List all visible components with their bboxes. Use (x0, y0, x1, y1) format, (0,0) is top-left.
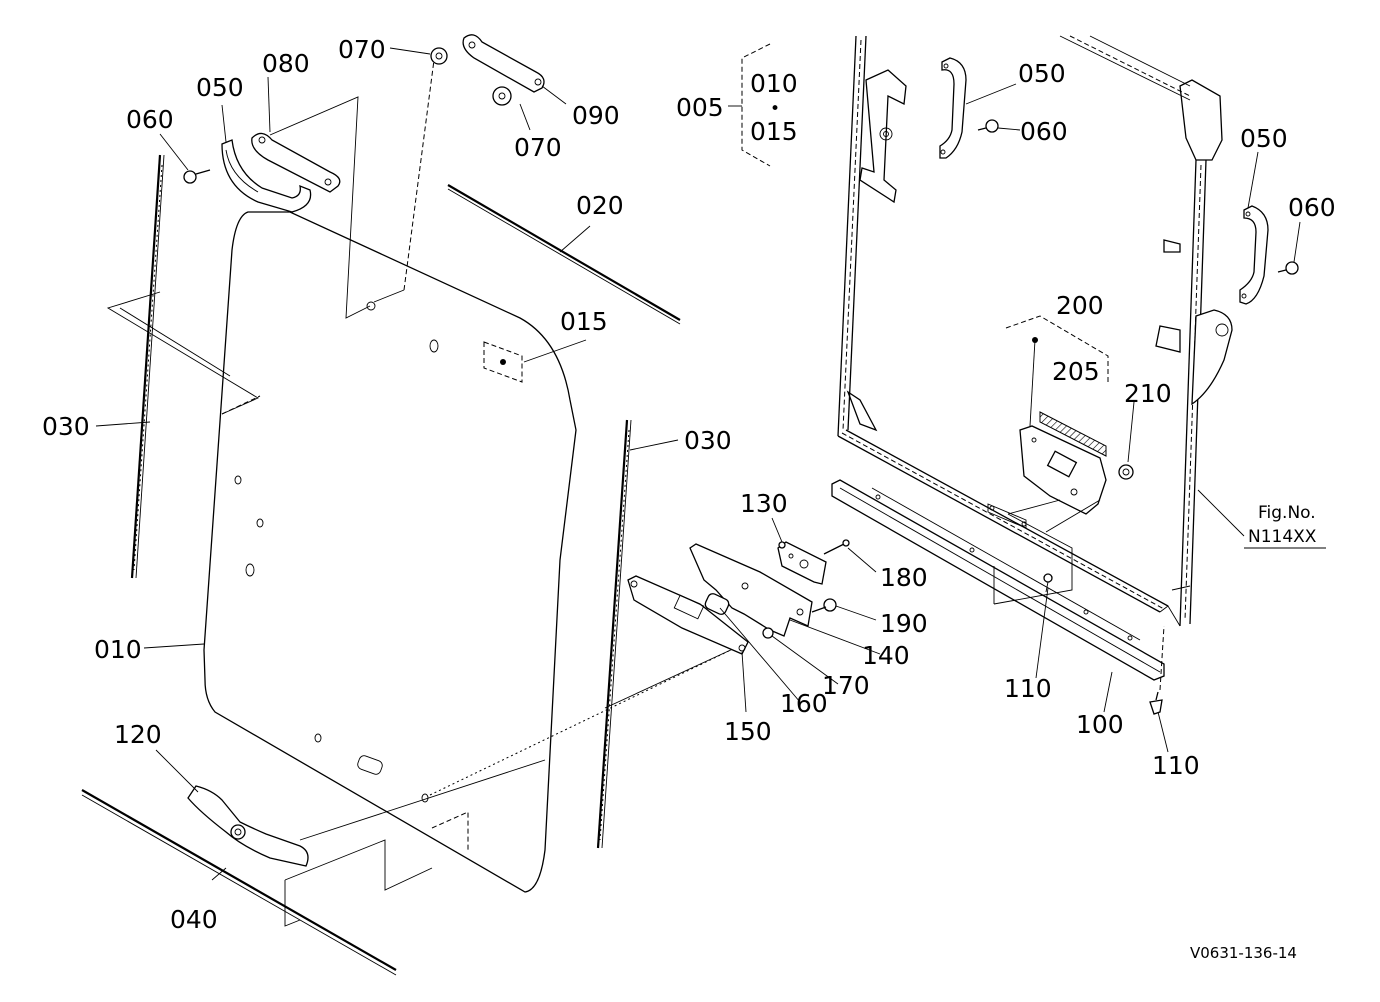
screw-110-lower (1149, 625, 1165, 715)
callout-170: 170 (822, 671, 870, 700)
callout-070-top: 070 (338, 35, 386, 64)
drawing-code: V0631-136-14 (1190, 944, 1297, 962)
striker-block (777, 541, 827, 585)
callout-190: 190 (880, 609, 928, 638)
fig-no-label: Fig.No. (1258, 503, 1316, 523)
decal-sticker (483, 341, 523, 383)
callout-015: 015 (560, 307, 608, 336)
callout-130: 130 (740, 489, 788, 518)
bolt-left (183, 169, 211, 184)
callout-160: 160 (780, 689, 828, 718)
roller-top (430, 47, 448, 65)
door-glass-panel (203, 211, 577, 893)
callout-080: 080 (262, 49, 310, 78)
callout-120: 120 (114, 720, 162, 749)
callout-050-left: 050 (196, 73, 244, 102)
catch-plate (627, 575, 749, 655)
set-separator: • (770, 99, 780, 119)
callout-200: 200 (1056, 291, 1104, 320)
latch-base-plate (689, 543, 813, 637)
weather-strip-left (130, 154, 165, 579)
weather-strip-bottom (81, 789, 397, 976)
callout-050-frame-right: 050 (1240, 124, 1288, 153)
bolt-190 (811, 598, 837, 613)
screw-180 (823, 539, 850, 555)
set-bracket-005 (728, 43, 771, 167)
handle-bracket (251, 132, 341, 193)
callout-205: 205 (1052, 357, 1100, 386)
latch-assembly (1019, 425, 1107, 515)
callout-labels: 005 010 • 015 070 070 090 080 050 060 02… (42, 35, 1336, 962)
callout-040: 040 (170, 905, 218, 934)
roller-bottom (492, 86, 512, 106)
callout-060-frame-top: 060 (1020, 117, 1068, 146)
weather-strip-top (447, 184, 681, 325)
callout-100: 100 (1076, 710, 1124, 739)
latch-bolt-210 (1118, 464, 1134, 480)
callout-015-set: 015 (750, 117, 798, 146)
callout-020: 020 (576, 191, 624, 220)
callout-060-left: 060 (126, 105, 174, 134)
callout-110-b: 110 (1152, 751, 1200, 780)
callout-140: 140 (862, 641, 910, 670)
callout-070-bottom: 070 (514, 133, 562, 162)
callout-210: 210 (1124, 379, 1172, 408)
callout-090: 090 (572, 101, 620, 130)
fig-no-value: N114XX (1248, 527, 1317, 547)
explode-lines-glass (106, 59, 736, 927)
callout-150: 150 (724, 717, 772, 746)
screw-130-small (778, 541, 786, 549)
leader-lines (95, 47, 1301, 881)
set-bracket-200 (1005, 315, 1109, 384)
roller-link-plate (462, 34, 545, 93)
cushion-pad (704, 593, 730, 615)
callout-010-set: 010 (750, 69, 798, 98)
callout-050-frame-top: 050 (1018, 59, 1066, 88)
latch-explode-lines (987, 337, 1101, 605)
grab-handle-frame-top (939, 57, 967, 159)
callout-110-a: 110 (1004, 674, 1052, 703)
handle-glass (221, 139, 312, 213)
callout-180: 180 (880, 563, 928, 592)
collar (762, 627, 774, 639)
callout-005: 005 (676, 93, 724, 122)
weather-strip-right (596, 419, 632, 849)
callout-060-frame-right: 060 (1288, 193, 1336, 222)
cab-frame (837, 35, 1233, 627)
bolt-frame-right (1277, 261, 1299, 275)
lower-handle (187, 785, 309, 867)
bottom-rail (831, 479, 1165, 681)
callout-010: 010 (94, 635, 142, 664)
bolt-frame-top (977, 119, 999, 133)
latch-pad (1039, 411, 1107, 457)
callout-030-left: 030 (42, 412, 90, 441)
grab-handle-frame-right (1239, 205, 1269, 305)
callout-030-right: 030 (684, 426, 732, 455)
